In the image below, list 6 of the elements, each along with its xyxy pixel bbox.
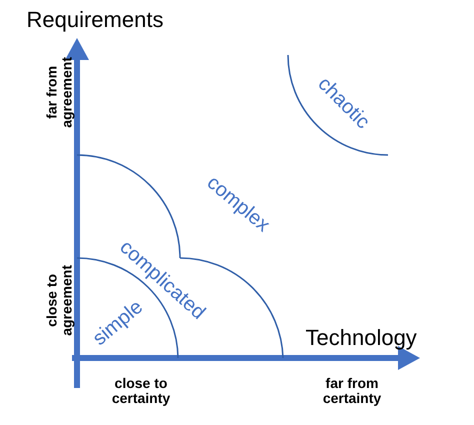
axis-title: Technology <box>306 326 417 350</box>
axis-label: close to agreement <box>44 263 76 338</box>
axis-title: Requirements <box>26 8 164 32</box>
axis-label: close to certainty <box>110 376 172 406</box>
axis-label: far from certainty <box>322 376 382 406</box>
axis-label: far from agreement <box>44 55 76 130</box>
